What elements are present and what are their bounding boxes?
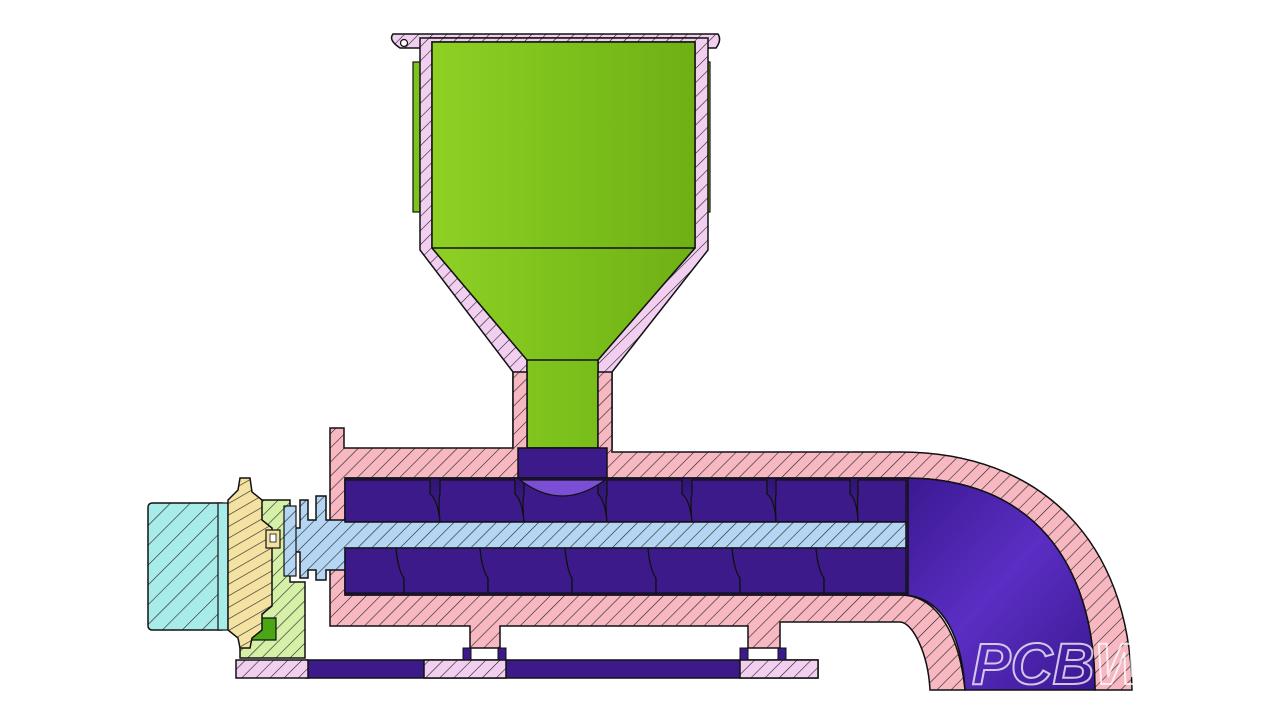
feed-pocket: [518, 479, 607, 497]
motor-flange: [217, 502, 229, 631]
motor-body: [147, 502, 227, 631]
drive-assembly: [147, 477, 306, 659]
coupling: [227, 477, 273, 649]
screw: [281, 479, 907, 594]
mount-bolt: [497, 647, 507, 661]
hopper-material: [431, 41, 696, 449]
outlet-elbow: [904, 477, 1096, 691]
screw-flights-lower: [344, 547, 907, 594]
feed-throat-plug: [517, 447, 608, 479]
rim-pin-icon: [399, 38, 409, 48]
mount-bolt: [739, 647, 749, 661]
base-foot-left: [235, 659, 309, 679]
base-foot-middle: [423, 659, 507, 679]
base-foot-right: [739, 659, 819, 679]
mount-bolt: [777, 647, 787, 661]
hopper: [390, 33, 721, 449]
screw-flights-upper: [344, 479, 907, 523]
bearing: [283, 505, 297, 577]
watermark-text: PCBWay: [972, 632, 1215, 697]
base: [235, 647, 819, 679]
mount-bolt: [462, 647, 472, 661]
